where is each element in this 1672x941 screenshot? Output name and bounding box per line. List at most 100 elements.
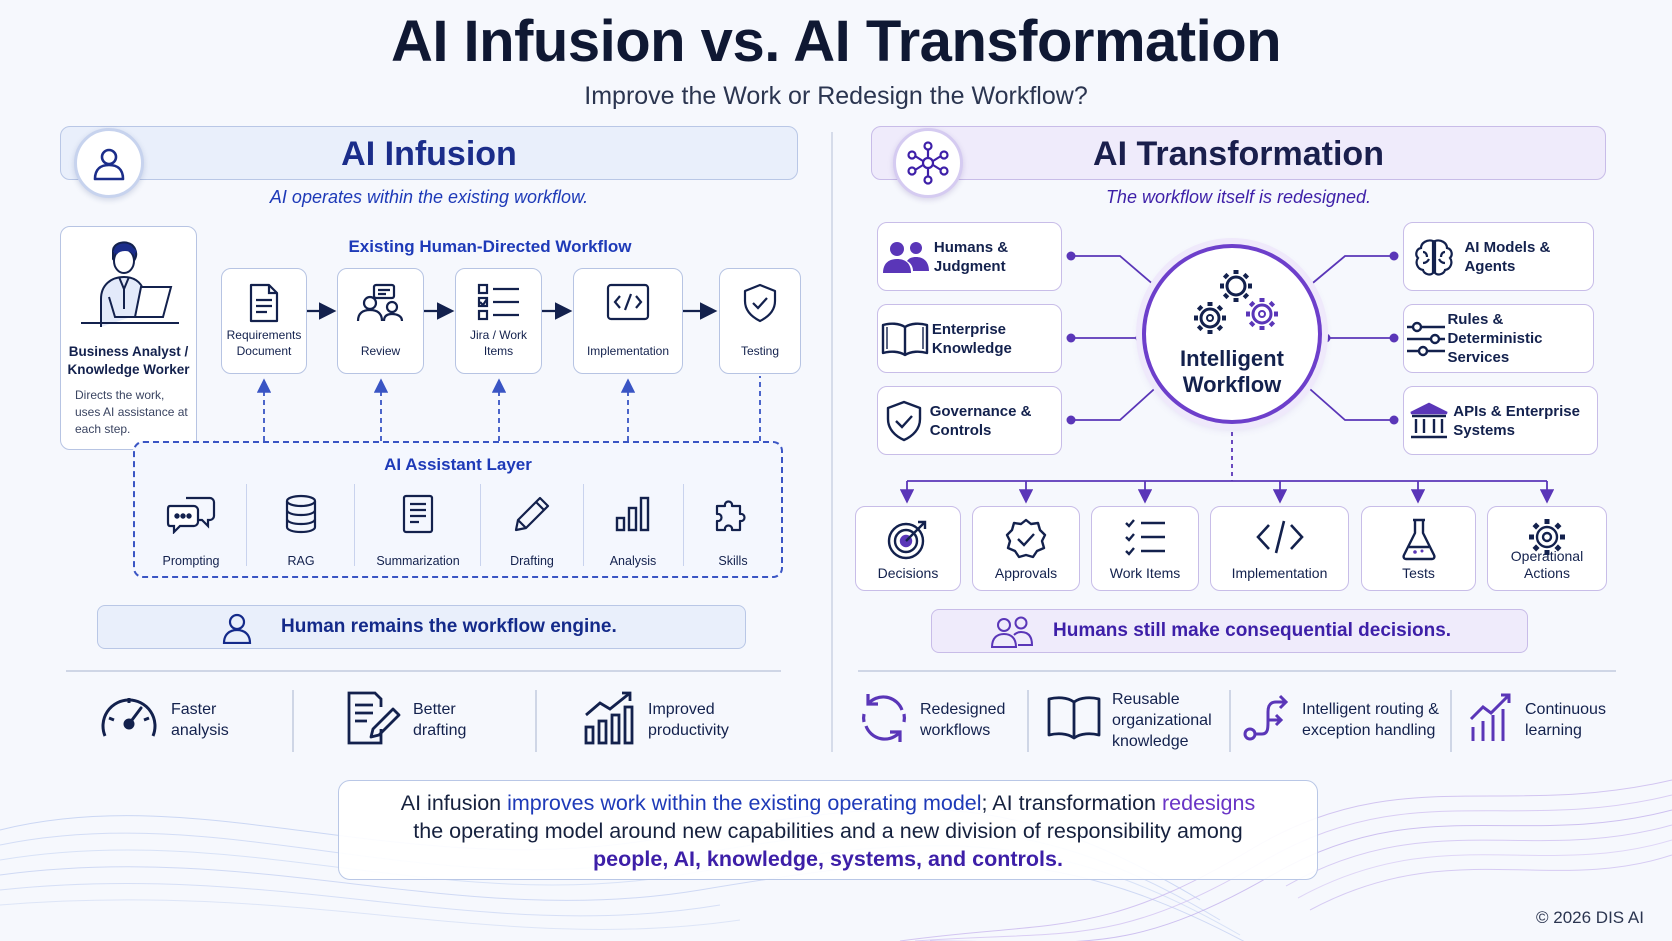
benefit-separator	[292, 690, 294, 752]
book-icon	[1046, 694, 1102, 747]
output-implementation: Implementation	[1210, 506, 1349, 591]
output-label: Work Items	[1109, 565, 1181, 581]
tool-prompting: Prompting	[148, 492, 234, 568]
ai-infusion-tagline: AI operates within the existing workflow…	[269, 187, 589, 207]
capability-ai-models-agents: AI Models & Agents	[1403, 222, 1594, 291]
gear-icon	[1488, 517, 1606, 557]
gears-icon	[1186, 268, 1286, 347]
subtitle: Improve the Work or Redesign the Workflo…	[584, 82, 1088, 110]
growth-chart-icon	[1469, 691, 1515, 750]
step-testing: Testing	[719, 268, 801, 374]
output-tests: Tests	[1361, 506, 1476, 591]
tool-label: Summarization	[376, 554, 460, 568]
worker-title: Business Analyst / Knowledge Worker	[67, 344, 190, 377]
tool-summarization: Summarization	[362, 492, 474, 568]
capability-label: Rules & Deterministic Services	[1447, 311, 1543, 366]
database-icon	[256, 494, 346, 534]
person-icon	[222, 612, 252, 649]
benefit-separator	[1450, 690, 1452, 752]
shield-check-icon	[878, 400, 930, 442]
puzzle-icon	[690, 494, 776, 534]
sliders-icon	[1404, 319, 1447, 359]
output-decisions: Decisions	[855, 506, 961, 591]
summary-highlight-infusion: improves work within the existing operat…	[507, 791, 982, 815]
tool-drafting: Drafting	[488, 492, 576, 568]
tool-separator	[480, 484, 481, 566]
benefit-improved-productivity: Improved productivity	[582, 688, 758, 752]
summary-part: AI infusion	[400, 791, 508, 815]
checklist-icon	[456, 283, 541, 323]
tool-separator	[246, 484, 247, 566]
tool-separator	[354, 484, 355, 566]
ai-transformation-title: AI Transformation	[1093, 135, 1384, 173]
left-divider	[66, 670, 781, 672]
human-engine-text: Human remains the workflow engine.	[281, 616, 617, 637]
humans-decide-banner: Humans still make consequential decision…	[931, 609, 1528, 653]
output-work-items: Work Items	[1091, 506, 1199, 591]
step-review: Review	[337, 268, 424, 374]
output-label: Implementation	[1231, 565, 1328, 581]
output-label: Tests	[1402, 565, 1435, 581]
speedometer-icon	[97, 690, 161, 751]
main-title: AI Infusion vs. AI Transformation	[390, 9, 1282, 74]
badge-check-icon	[973, 517, 1079, 561]
people-icon	[878, 239, 934, 275]
benefit-label: Intelligent routing & exception handling	[1302, 701, 1439, 739]
worker-description: Directs the work, uses AI assistance at …	[75, 388, 188, 436]
step-jira-work-items: Jira / Work Items	[455, 268, 542, 374]
ai-transformation-tagline: The workflow itself is redesigned.	[1105, 187, 1372, 207]
benefit-label: Better drafting	[413, 701, 467, 739]
existing-workflow-label: Existing Human-Directed Workflow	[348, 237, 632, 256]
person-icon	[74, 128, 144, 198]
tool-analysis: Analysis	[590, 492, 676, 568]
edit-document-icon	[345, 689, 403, 752]
section-divider	[831, 132, 833, 752]
tool-label: Drafting	[510, 554, 554, 568]
capability-apis-systems: APIs & Enterprise Systems	[1403, 386, 1598, 455]
benefit-intelligent-routing: Intelligent routing & exception handling	[1242, 688, 1440, 752]
network-hub-icon	[893, 128, 963, 198]
summary-part: the operating model around new capabilit…	[413, 819, 1243, 843]
summary-text: AI infusion improves work within the exi…	[369, 789, 1287, 873]
capability-humans-judgment: Humans & Judgment	[877, 222, 1062, 291]
output-operational-actions: Operational Actions	[1487, 506, 1607, 591]
tool-label: Skills	[718, 554, 748, 568]
document-icon	[222, 283, 306, 323]
benefit-label: Continuous learning	[1525, 701, 1606, 739]
ai-infusion-title: AI Infusion	[341, 135, 517, 173]
step-label: Requirements Document	[226, 328, 302, 358]
bar-chart-icon	[590, 494, 676, 534]
benefit-better-drafting: Better drafting	[345, 688, 493, 752]
worker-card: Business Analyst / Knowledge Worker Dire…	[60, 226, 197, 450]
tool-rag: RAG	[256, 492, 346, 568]
output-label: Approvals	[994, 565, 1058, 581]
step-requirements-document: Requirements Document	[221, 268, 307, 374]
tool-label: Analysis	[609, 554, 657, 568]
ai-assistant-layer	[133, 441, 783, 578]
capability-enterprise-knowledge: Enterprise Knowledge	[877, 304, 1062, 373]
copyright: © 2026 DIS AI	[1536, 908, 1644, 927]
step-label: Jira / Work Items	[469, 328, 528, 358]
benefit-label: Faster analysis	[171, 701, 229, 739]
benefit-label: Improved productivity	[648, 701, 729, 739]
ai-transformation-header: AI Transformation	[871, 126, 1606, 180]
tool-label: RAG	[287, 554, 315, 568]
capability-label: Humans & Judgment	[933, 238, 1009, 275]
routing-icon	[1242, 690, 1292, 751]
shield-check-icon	[720, 283, 800, 323]
capability-rules-services: Rules & Deterministic Services	[1403, 304, 1594, 373]
capability-label: AI Models & Agents	[1464, 238, 1551, 275]
book-icon	[878, 319, 932, 359]
target-icon	[856, 517, 960, 561]
summary-highlight-actors: people, AI, knowledge, systems, and cont…	[593, 847, 1063, 871]
capability-governance-controls: Governance & Controls	[877, 386, 1062, 455]
ai-assistant-layer-label: AI Assistant Layer	[384, 455, 532, 474]
capability-label: APIs & Enterprise Systems	[1453, 402, 1580, 439]
business-analyst-icon	[75, 237, 185, 342]
summary-highlight-transformation: redesigns	[1162, 791, 1256, 815]
summary-box: AI infusion improves work within the exi…	[338, 780, 1318, 880]
code-icon	[1211, 517, 1348, 557]
summary-part: ; AI transformation	[981, 791, 1162, 815]
benefit-continuous-learning: Continuous learning	[1469, 688, 1611, 752]
capability-label: Governance & Controls	[929, 402, 1032, 439]
